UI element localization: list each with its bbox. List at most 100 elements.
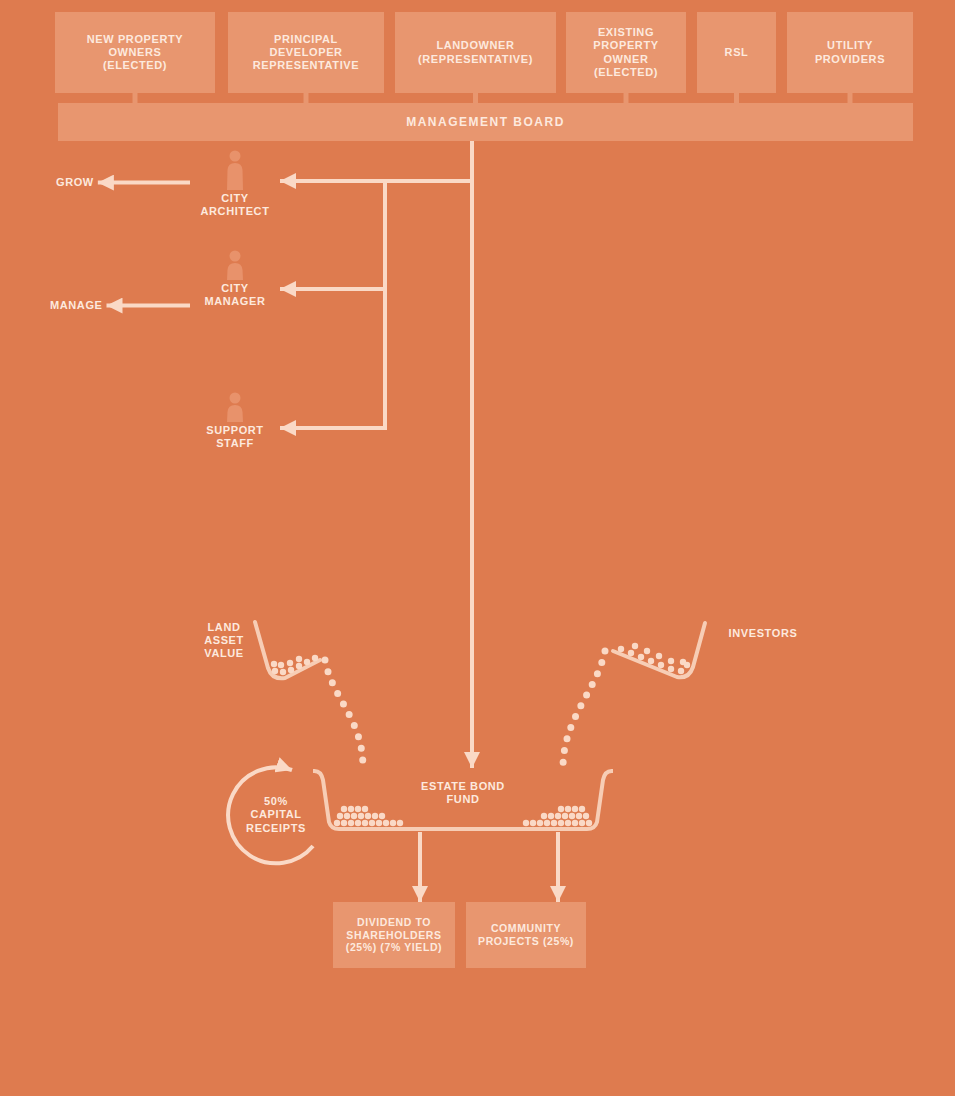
board-bar: MANAGEMENT BOARD bbox=[58, 103, 913, 141]
output-box: DIVIDEND TO SHAREHOLDERS (25%) (7% YIELD… bbox=[333, 902, 455, 968]
text-holder: RSL bbox=[707, 46, 767, 59]
bowl-shape-part bbox=[271, 661, 277, 667]
bowl-shape-part bbox=[337, 813, 343, 819]
person-figure-part bbox=[230, 393, 241, 404]
bowl-shape-part bbox=[638, 654, 644, 660]
node-text: LANDOWNER (REPRESENTATIVE) bbox=[403, 39, 548, 65]
bowl-shape-part bbox=[523, 820, 529, 826]
node-text: CITY MANAGER bbox=[190, 282, 280, 308]
node-text: GROW bbox=[56, 176, 94, 189]
bowl-shape-part bbox=[341, 806, 347, 812]
flow-arrow bbox=[280, 141, 472, 181]
staff-role: CITY MANAGER bbox=[190, 250, 280, 312]
bowl-shape-part bbox=[544, 820, 550, 826]
person-figure-part bbox=[230, 251, 241, 262]
bowl-shape-part bbox=[348, 806, 354, 812]
node-text: LAND ASSET VALUE bbox=[195, 621, 253, 661]
node-text: MANAGE bbox=[50, 299, 103, 312]
node-text: COMMUNITY PROJECTS (25%) bbox=[472, 922, 580, 947]
bowl-shape-part bbox=[537, 820, 543, 826]
member-box: PRINCIPAL DEVELOPER REPRESENTATIVE bbox=[228, 12, 384, 93]
bowl-shape-part bbox=[383, 820, 389, 826]
flow-arrow bbox=[107, 304, 191, 308]
bowl-shape-part bbox=[372, 813, 378, 819]
action-label: MANAGE bbox=[46, 299, 107, 312]
node-text: ESTATE BOND FUND bbox=[418, 780, 508, 806]
money-flow bbox=[563, 651, 605, 768]
flow-label: 50% CAPITAL RECEIPTS bbox=[240, 795, 312, 835]
text-holder: LAND ASSET VALUE bbox=[195, 621, 253, 661]
bowl-shape-part bbox=[668, 658, 674, 664]
bowl-shape-part bbox=[376, 820, 382, 826]
bowl-shape-part bbox=[548, 813, 554, 819]
bowl-shape-part bbox=[572, 806, 578, 812]
person-figure bbox=[190, 150, 280, 190]
person-figure-part bbox=[227, 263, 243, 280]
node-text: CITY ARCHITECT bbox=[190, 192, 280, 218]
text-holder: UTILITY PROVIDERS bbox=[797, 39, 903, 65]
bowl-shape-part bbox=[644, 648, 650, 654]
text-holder: COMMUNITY PROJECTS (25%) bbox=[472, 922, 580, 947]
text-holder: MANAGEMENT BOARD bbox=[286, 115, 686, 129]
node-text: UTILITY PROVIDERS bbox=[797, 39, 903, 65]
bowl-shape-part bbox=[362, 820, 368, 826]
bowl-shape-part bbox=[656, 653, 662, 659]
money-flow bbox=[325, 660, 363, 768]
bowl-shape-part bbox=[678, 668, 684, 674]
bowl-shape-part bbox=[576, 813, 582, 819]
person-figure bbox=[190, 392, 280, 422]
text-holder: DIVIDEND TO SHAREHOLDERS (25%) (7% YIELD… bbox=[339, 916, 449, 954]
bowl-shape-part bbox=[628, 650, 634, 656]
bowl-shape-part bbox=[362, 806, 368, 812]
text-holder: LANDOWNER (REPRESENTATIVE) bbox=[403, 39, 548, 65]
flow-arrow bbox=[98, 181, 190, 185]
board-link bbox=[624, 93, 629, 103]
member-box: UTILITY PROVIDERS bbox=[787, 12, 913, 93]
flow-arrow bbox=[418, 832, 422, 902]
bowl-shape-part bbox=[579, 820, 585, 826]
board-link bbox=[304, 93, 309, 103]
board-link bbox=[848, 93, 853, 103]
bowl-shape-part bbox=[296, 656, 302, 662]
text-holder: EXISTING PROPERTY OWNER (ELECTED) bbox=[576, 26, 676, 79]
person-figure-part bbox=[227, 405, 243, 422]
bowl-shape-part bbox=[365, 813, 371, 819]
bowl-shape-part bbox=[341, 820, 347, 826]
bowl-shape-part bbox=[658, 662, 664, 668]
staff-role: SUPPORT STAFF bbox=[190, 392, 280, 454]
bowl-shape-part bbox=[586, 820, 592, 826]
bowl-shape-part bbox=[358, 813, 364, 819]
board-link bbox=[473, 93, 478, 103]
bowl-shape-part bbox=[613, 623, 705, 677]
output-box: COMMUNITY PROJECTS (25%) bbox=[466, 902, 586, 968]
bowl-shape-part bbox=[280, 669, 286, 675]
board-link bbox=[734, 93, 739, 103]
bowl-shape-part bbox=[355, 806, 361, 812]
loop-arrow bbox=[228, 767, 313, 863]
bowl-shape-part bbox=[272, 668, 278, 674]
bowl-shape-part bbox=[288, 667, 294, 673]
action-label: GROW bbox=[52, 176, 98, 189]
text-holder: CITY MANAGER bbox=[190, 282, 280, 308]
text-holder: GROW bbox=[52, 176, 98, 189]
bowl-shape-part bbox=[565, 806, 571, 812]
bowl-shape-part bbox=[369, 820, 375, 826]
node-text: MANAGEMENT BOARD bbox=[286, 115, 686, 129]
person-figure-part bbox=[227, 163, 243, 190]
bowl-shape-part bbox=[255, 622, 320, 678]
node-text: NEW PROPERTY OWNERS (ELECTED) bbox=[80, 33, 190, 73]
person-figure-part bbox=[230, 151, 241, 162]
bowl-shape-part bbox=[680, 659, 686, 665]
member-box: RSL bbox=[697, 12, 776, 93]
bowl-shape-part bbox=[296, 663, 302, 669]
bowl-shape-part bbox=[668, 666, 674, 672]
bowl-shape-part bbox=[334, 820, 340, 826]
member-box: EXISTING PROPERTY OWNER (ELECTED) bbox=[566, 12, 686, 93]
node-text: EXISTING PROPERTY OWNER (ELECTED) bbox=[576, 26, 676, 79]
text-holder: ESTATE BOND FUND bbox=[418, 780, 508, 806]
bowl-shape-part bbox=[579, 806, 585, 812]
node-text: INVESTORS bbox=[721, 627, 805, 640]
bowl-shape-part bbox=[558, 820, 564, 826]
bowl-shape-part bbox=[278, 662, 284, 668]
